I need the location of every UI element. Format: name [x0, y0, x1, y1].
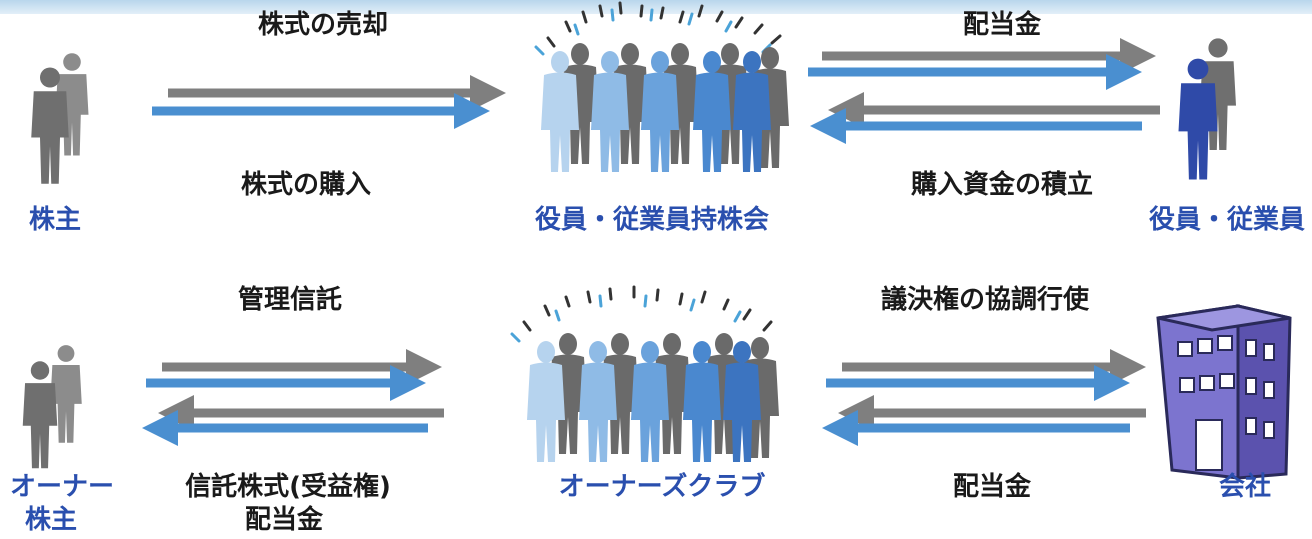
- shareholder-label: 株主: [28, 205, 82, 235]
- club-crowd-icon: [510, 285, 779, 462]
- trust-label: 管理信託: [237, 285, 343, 315]
- owner-label-2: 株主: [24, 505, 78, 535]
- businessman-pair-icon: [31, 53, 89, 184]
- voting-label: 議決権の協調行使: [880, 285, 1090, 315]
- purchase-label: 株式の購入: [240, 170, 372, 200]
- trust-dividend-label: 配当金: [244, 505, 324, 535]
- office-building-icon: [1156, 304, 1292, 480]
- owner-label: オーナー: [9, 472, 115, 502]
- dividend-label: 配当金: [962, 10, 1042, 40]
- association-label: 役員・従業員持株会: [534, 205, 770, 235]
- arrow-company-dividend: [822, 395, 1146, 446]
- employees-label: 役員・従業員: [1148, 205, 1306, 235]
- savings-label: 購入資金の積立: [910, 170, 1094, 200]
- company-dividend-label: 配当金: [952, 472, 1032, 502]
- crowd-icon: [534, 1, 789, 172]
- employee-pair-icon: [1178, 38, 1236, 180]
- trust-shares-label: 信託株式(受益権): [185, 472, 391, 502]
- company-label: 会社: [1218, 472, 1272, 502]
- sale-label: 株式の売却: [257, 10, 389, 40]
- arrow-savings: [810, 92, 1160, 144]
- arrow-trust-shares: [142, 395, 444, 446]
- arrow-dividend: [808, 38, 1156, 90]
- club-label: オーナーズクラブ: [558, 472, 766, 502]
- arrow-trust: [146, 349, 442, 401]
- owner-pair-icon: [22, 345, 82, 469]
- top-decorative-band: [0, 0, 1312, 14]
- arrow-voting: [826, 349, 1146, 401]
